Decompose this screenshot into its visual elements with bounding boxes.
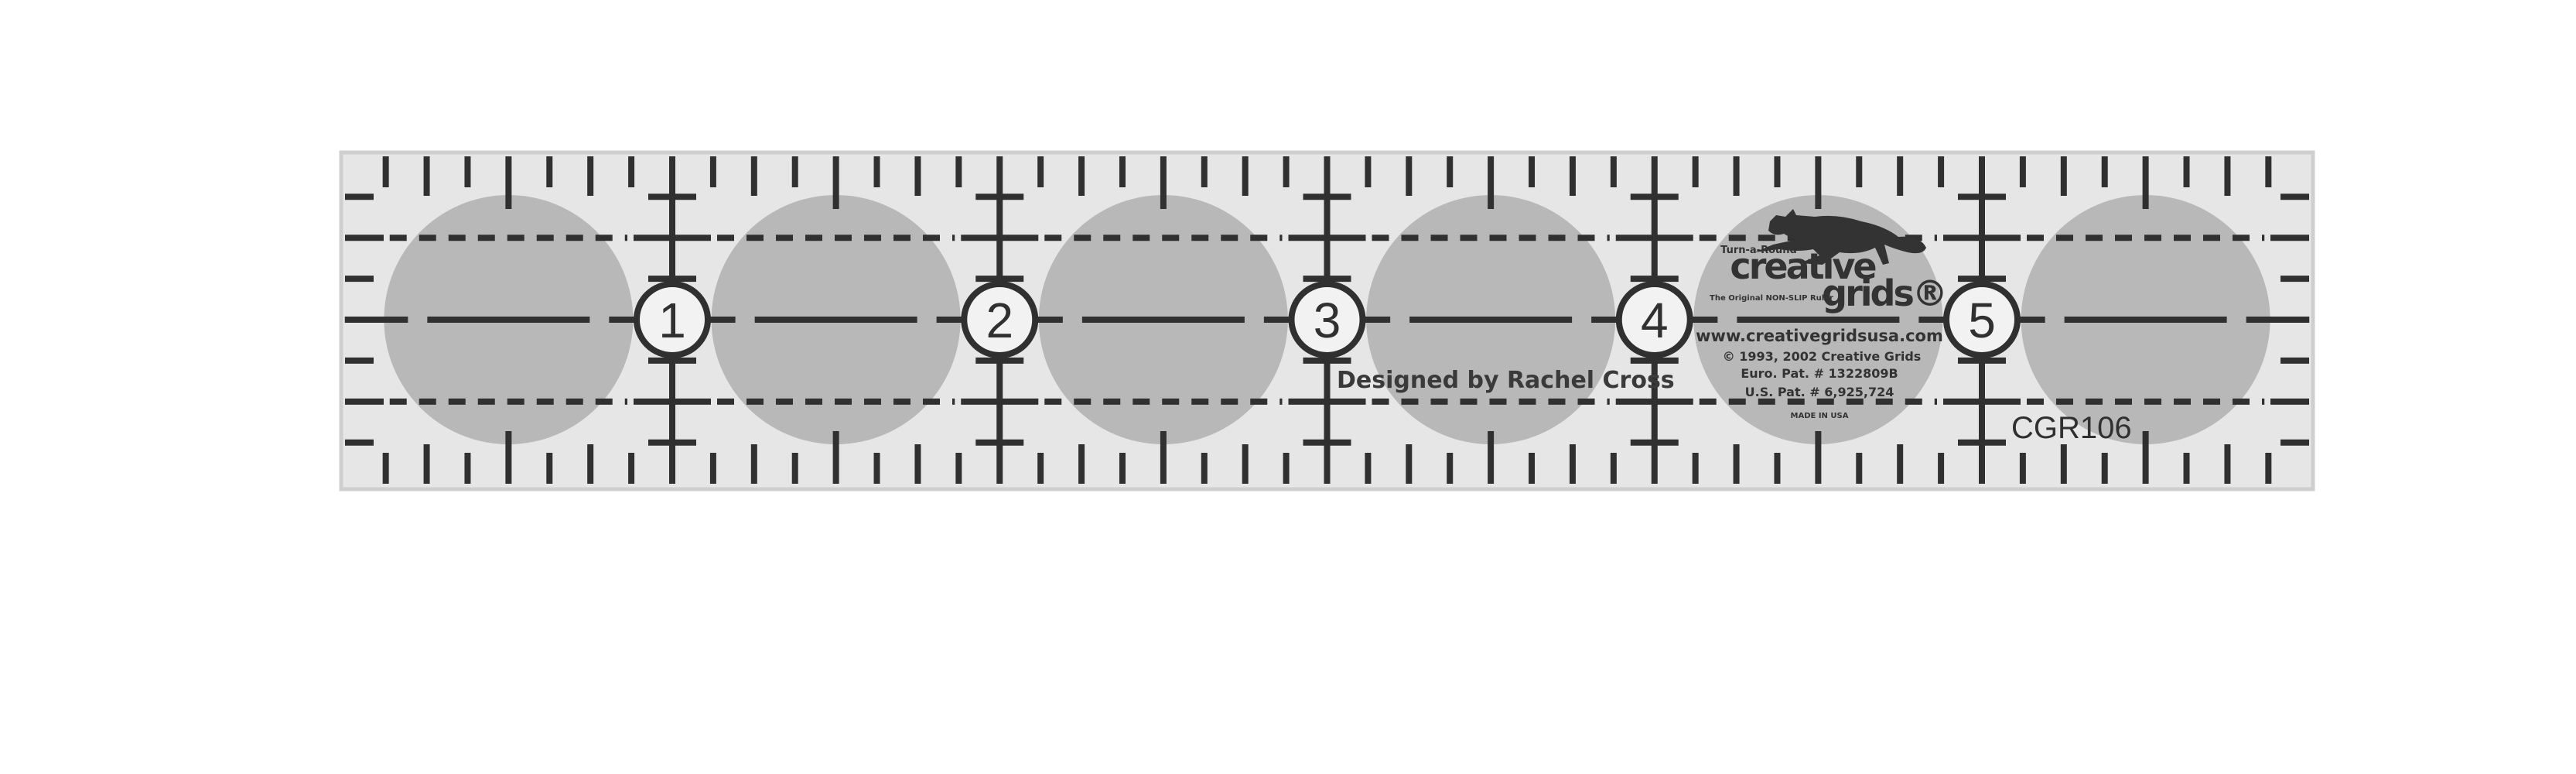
model-number: CGR106 [2011,411,2132,445]
inch-label-circle [634,281,711,358]
designer-credit: Designed by Rachel Cross [1337,367,1675,394]
inch-label-1: 1 [658,293,686,348]
inch-label-circle [1288,281,1366,358]
inch-label-4: 4 [1641,293,1669,348]
brand-logo: Turn-a-Round™ creative grids® The Origin… [1696,209,1948,420]
inch-label-circle [1943,281,2021,358]
logo-us-patent: U.S. Pat. # 6,925,724 [1745,385,1894,399]
logo-tagline: The Original NON-SLIP Ruler [1710,294,1833,303]
fox-icon [1754,209,1926,265]
logo-brand-top: creative [1730,245,1875,287]
inch-label-circle [1615,281,1693,358]
logo-copyright: © 1993, 2002 Creative Grids [1723,349,1922,364]
logo-tm-line: Turn-a-Round™ [1720,245,1807,256]
logo-website: www.creativegridsusa.com [1696,327,1943,345]
inch-label-circle [961,281,1039,358]
inch-label-3: 3 [1314,293,1341,348]
logo-brand-bottom: grids® [1822,272,1946,314]
inch-label-2: 2 [986,293,1013,348]
inch-label-5: 5 [1968,293,1996,348]
logo-euro-patent: Euro. Pat. # 1322809B [1741,366,1898,381]
logo-origin: MADE IN USA [1791,412,1849,420]
